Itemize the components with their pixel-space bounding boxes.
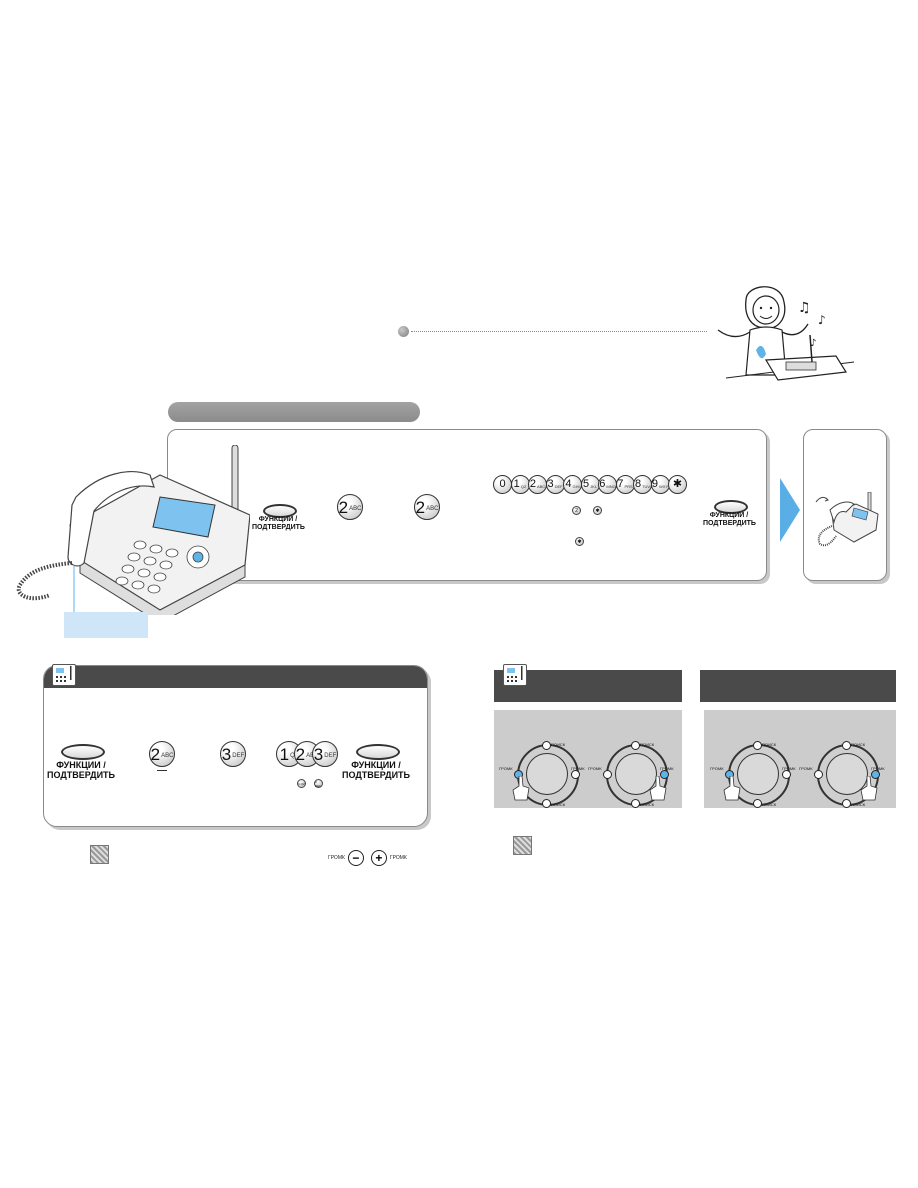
- dial-up-dot: [842, 741, 851, 750]
- dial-label-left: ГРОМК: [588, 766, 602, 771]
- result-card: [803, 429, 887, 581]
- dial-left-dot: [514, 770, 523, 779]
- dial-right-dot: [571, 770, 580, 779]
- dial-down-dot: [753, 799, 762, 808]
- dial-label-bottom: ПОИСК: [551, 802, 566, 807]
- dial-label-right: ГРОМК: [782, 766, 796, 771]
- lower-function-confirm-caption: ФУНКЦИИ / ПОДТВЕРДИТЬ: [46, 760, 116, 780]
- dial-right-dot: [660, 770, 669, 779]
- function-confirm-caption-2: ФУНКЦИИ / ПОДТВЕРДИТЬ: [703, 512, 756, 527]
- section-title-bar: [168, 402, 420, 422]
- dial-down-dot: [842, 799, 851, 808]
- dial-label-bottom: ПОИСК: [640, 802, 655, 807]
- dial-right-dot: [871, 770, 880, 779]
- dial-label-bottom: ПОИСК: [762, 802, 777, 807]
- next-step-arrow: [780, 478, 800, 542]
- dial-1: ПОИСК ПОИСК ГРОМК ГРОМК: [499, 741, 585, 808]
- nav-dial-center: [615, 753, 657, 795]
- keypad-key-10: ✱: [668, 475, 687, 494]
- dial-label-left: ГРОМК: [799, 766, 813, 771]
- mini-key-2: 2: [572, 506, 581, 515]
- svg-text:♪: ♪: [818, 313, 826, 327]
- dotted-leader: [411, 331, 707, 332]
- dial-up-dot: [631, 741, 640, 750]
- right-panel-header-2: [700, 670, 896, 702]
- dial-label-bottom: ПОИСК: [851, 802, 866, 807]
- mini-key-1: 1 QZ: [297, 779, 306, 788]
- dial-label-top: ПОИСК: [551, 742, 566, 747]
- dial-up-dot: [542, 741, 551, 750]
- lower-function-confirm-caption-2: ФУНКЦИИ / ПОДТВЕРДИТЬ: [341, 760, 411, 780]
- dial-left-dot: [603, 770, 612, 779]
- phone-icon: [52, 664, 76, 686]
- function-confirm-button-2: [714, 500, 748, 514]
- dial-label-top: ПОИСК: [851, 742, 866, 747]
- lower-function-confirm-button: [61, 744, 105, 760]
- svg-text:♪: ♪: [810, 338, 816, 349]
- nav-dial: [606, 744, 668, 806]
- plus-icon: +: [370, 850, 387, 866]
- lower-function-confirm-button-2: [356, 744, 400, 760]
- dial-label-right: ГРОМК: [660, 766, 674, 771]
- dial-2: ПОИСК ПОИСК ГРОМК ГРОМК: [588, 741, 674, 808]
- dial-4: ПОИСК ПОИСК ГРОМК ГРОМК: [799, 741, 885, 808]
- nav-dial-center: [826, 753, 868, 795]
- note-icon-right: [513, 836, 532, 855]
- dial-label-left: ГРОМК: [499, 766, 513, 771]
- volume-left-label: ГРОМК: [328, 855, 345, 861]
- dial-label-top: ПОИСК: [762, 742, 777, 747]
- dial-label-left: ГРОМК: [710, 766, 724, 771]
- mini-key-star: ✱: [593, 506, 602, 515]
- underline-mark: [157, 770, 167, 771]
- desk-phone-illustration: [16, 445, 250, 615]
- finger-icon: [723, 776, 741, 801]
- volume-hint: ГРОМК − + ГРОМК: [328, 850, 407, 866]
- dial-down-dot: [631, 799, 640, 808]
- dial-up-dot: [753, 741, 762, 750]
- dial-3: ПОИСК ПОИСК ГРОМК ГРОМК: [710, 741, 796, 808]
- finger-icon: [649, 776, 667, 801]
- lower-left-header: [44, 666, 427, 688]
- phone-icon-right: [503, 664, 527, 686]
- mini-key-3: 3 DEF: [314, 779, 323, 788]
- woman-with-phone-illustration: ♫ ♪ ♪: [717, 286, 855, 381]
- dial-down-dot: [542, 799, 551, 808]
- function-confirm-caption: ФУНКЦИИ / ПОДТВЕРДИТЬ: [252, 516, 305, 531]
- dial-left-dot: [725, 770, 734, 779]
- dial-right-dot: [782, 770, 791, 779]
- keypad-key-0: 0: [493, 475, 512, 494]
- note-icon: [90, 845, 109, 864]
- finger-icon: [860, 776, 878, 801]
- dial-left-dot: [814, 770, 823, 779]
- nav-dial-center: [526, 753, 568, 795]
- minus-icon: −: [347, 850, 364, 866]
- phone-hangup-illustration: [815, 492, 879, 547]
- finger-icon: [512, 776, 530, 801]
- dial-label-right: ГРОМК: [871, 766, 885, 771]
- dial-label-top: ПОИСК: [640, 742, 655, 747]
- instruction-panel: [167, 429, 767, 581]
- bullet-dot: [398, 326, 409, 337]
- function-confirm-button: [263, 504, 297, 518]
- svg-text:♫: ♫: [798, 300, 811, 316]
- mini-key-star-2: ✱: [575, 537, 584, 546]
- volume-right-label: ГРОМК: [389, 855, 407, 861]
- dial-label-right: ГРОМК: [571, 766, 585, 771]
- nav-dial-center: [737, 753, 779, 795]
- callout-box: [64, 612, 148, 638]
